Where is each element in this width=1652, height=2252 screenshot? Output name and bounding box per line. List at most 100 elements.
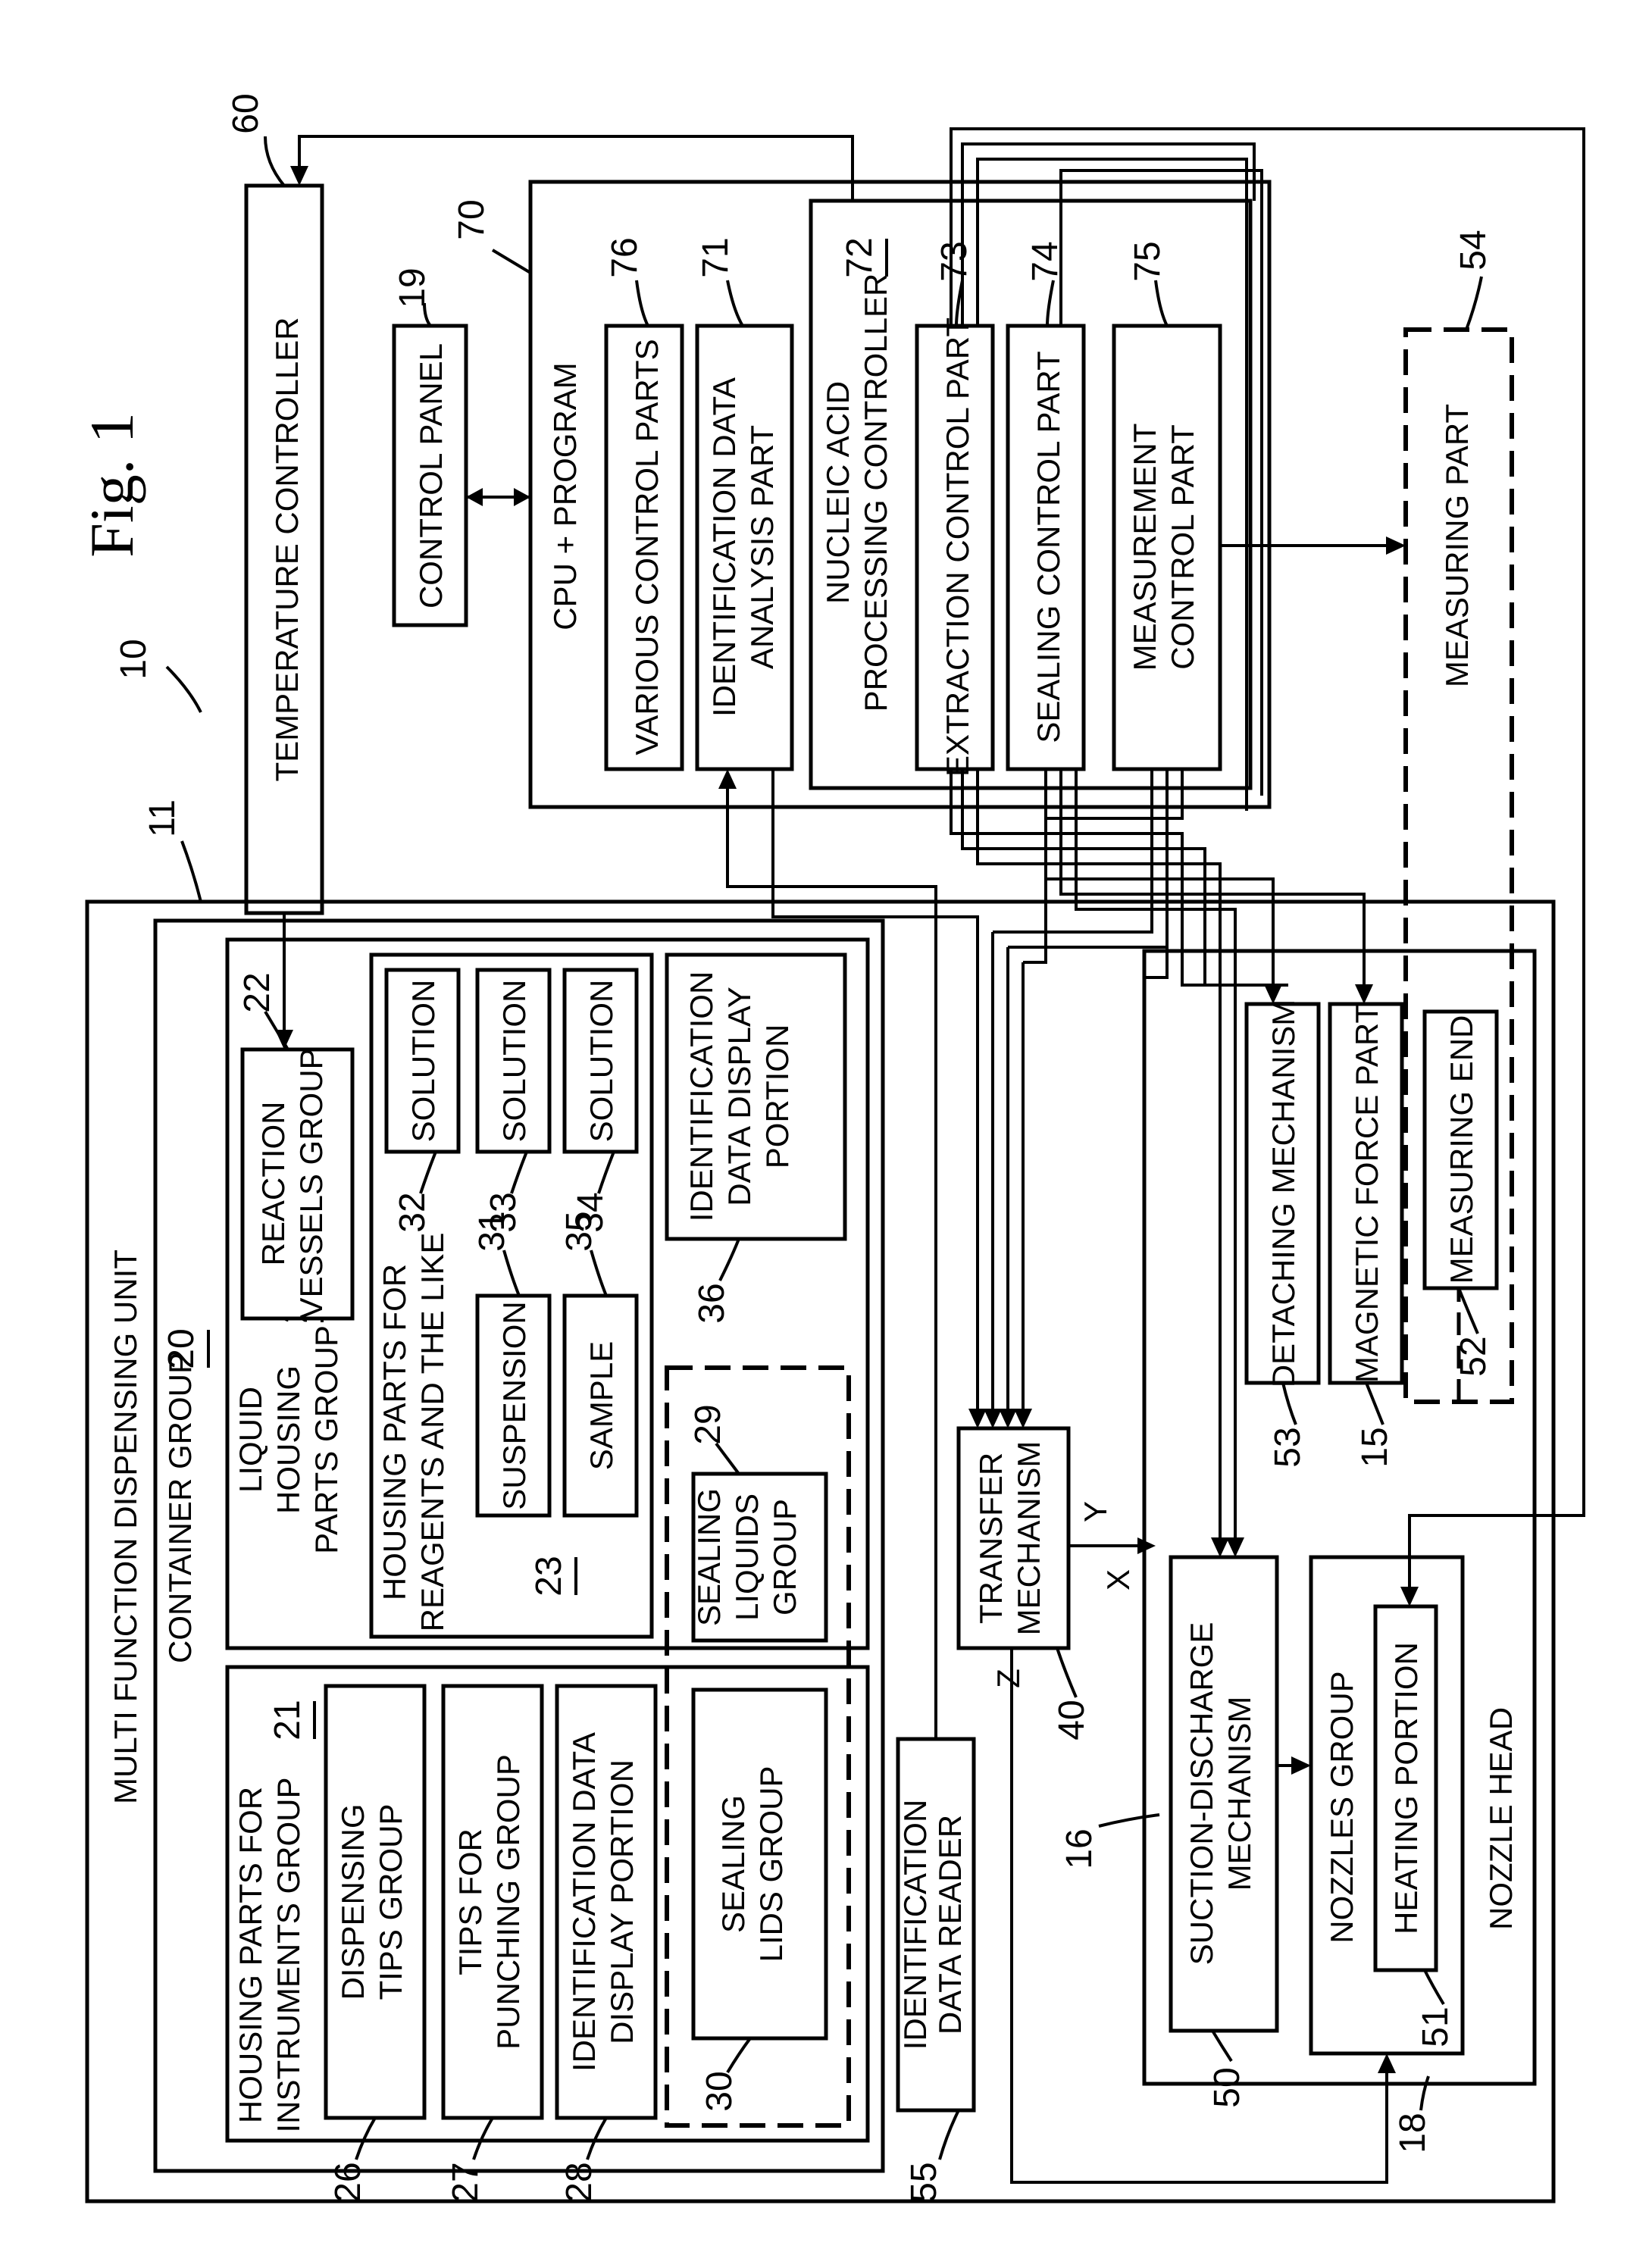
temperature-controller-label: TEMPERATURE CONTROLLER (269, 317, 305, 782)
ref-60-leader (265, 136, 284, 186)
ref-15-leader (1366, 1383, 1383, 1425)
ref-29: 29 (688, 1404, 728, 1444)
suction-label-2: MECHANISM (1222, 1697, 1257, 1891)
detaching-label: DETACHING MECHANISM (1266, 999, 1301, 1388)
measurement-control-label-1: MEASUREMENT (1127, 424, 1162, 671)
suction-label-1: SUCTION-DISCHARGE (1184, 1622, 1219, 1966)
ident-reader-label-2: DATA READER (932, 1815, 968, 2035)
ref-54-leader (1466, 277, 1481, 330)
figure-title: Fig. 1 (77, 412, 146, 557)
axis-x-arrowhead (1137, 1537, 1156, 1554)
sealing-lids-label-1: SEALING (715, 1795, 751, 1933)
ref-51: 51 (1416, 2006, 1456, 2047)
housing-reagents-label-1: HOUSING PARTS FOR (377, 1264, 412, 1600)
ref-54: 54 (1453, 230, 1494, 270)
ref-18: 18 (1393, 2113, 1433, 2153)
axis-z-label: Z (990, 1669, 1026, 1688)
container-group-label: CONTAINER GROUP (162, 1353, 198, 1663)
dispensing-tips-label-2: TIPS GROUP (373, 1803, 408, 2000)
measuring-end-label: MEASURING END (1444, 1015, 1479, 1284)
nozzle-head-label: NOZZLE HEAD (1483, 1707, 1519, 1930)
solution-33-label: SOLUTION (496, 980, 532, 1143)
cpu-program-label: CPU + PROGRAM (547, 362, 583, 630)
ref-52-leader (1459, 1288, 1478, 1334)
ident-display-a-label-1: IDENTIFICATION DATA (566, 1732, 602, 2072)
ref-11: 11 (142, 799, 183, 837)
ref-36: 36 (692, 1283, 732, 1323)
magnetic-force-label: MAGNETIC FORCE PART (1349, 1004, 1384, 1383)
ref-32: 32 (393, 1192, 433, 1232)
ref-70: 70 (452, 199, 492, 239)
nozzles-group-label: NOZZLES GROUP (1324, 1671, 1359, 1943)
tips-punching-label-1: TIPS FOR (452, 1828, 488, 1975)
ref-30-leader (727, 2038, 750, 2072)
ident-display-a-label-2: DISPLAY PORTION (604, 1759, 640, 2044)
ref-20: 20 (161, 1328, 202, 1368)
solution-34-label: SOLUTION (584, 980, 619, 1143)
ident-display-b-label-2: DATA DISPLAY (721, 987, 757, 1206)
housing-instruments-label-1: HOUSING PARTS FOR (233, 1787, 268, 2123)
transfer-label-2: MECHANISM (1011, 1441, 1047, 1636)
sealing-liquids-label-2: LIQUIDS (729, 1494, 765, 1621)
ref-23: 23 (529, 1556, 569, 1596)
nucleic-label-1: NUCLEIC ACID (820, 381, 856, 604)
ref-22: 22 (237, 972, 277, 1012)
ref-36-leader (720, 1239, 739, 1281)
ref-33: 33 (483, 1192, 524, 1232)
ref-30: 30 (699, 2071, 740, 2111)
solution-32-label: SOLUTION (405, 980, 441, 1143)
ref-18-leader (1421, 2076, 1428, 2110)
ref-33-leader (512, 1152, 527, 1193)
various-control-parts-label: VARIOUS CONTROL PARTS (629, 339, 665, 755)
ref-55: 55 (904, 2162, 944, 2202)
ref-70-leader (493, 250, 530, 273)
ref-34-leader (599, 1152, 614, 1193)
ref-19: 19 (393, 267, 433, 308)
ref-40-leader (1057, 1648, 1076, 1697)
ref-31-leader (504, 1250, 519, 1296)
transfer-label-1: TRANSFER (973, 1453, 1009, 1624)
ref-72: 72 (840, 237, 880, 277)
ref-60: 60 (226, 93, 266, 133)
measurement-control-label-2: CONTROL PART (1165, 424, 1200, 670)
nucleic-label-2: PROCESSING CONTROLLER (858, 274, 893, 712)
ident-display-b-label-1: IDENTIFICATION (684, 971, 719, 1222)
ref-16-leader (1099, 1815, 1159, 1826)
liquid-housing-label-2: HOUSING (271, 1365, 306, 1514)
ref-10-leader (167, 667, 201, 712)
sealing-liquids-label-1: SEALING (691, 1488, 727, 1626)
ident-display-b-label-3: PORTION (759, 1024, 795, 1169)
ref-11-leader (182, 841, 201, 902)
tips-punching-label-2: PUNCHING GROUP (490, 1754, 526, 2050)
housing-reagents-label-2: REAGENTS AND THE LIKE (415, 1233, 450, 1632)
ref-53-leader (1283, 1383, 1296, 1425)
ref-26: 26 (328, 2162, 368, 2202)
dispensing-tips-label-1: DISPENSING (335, 1803, 371, 2000)
sealing-liquids-label-3: GROUP (767, 1499, 803, 1615)
ref-55-leader (940, 2110, 959, 2160)
ident-analysis-label-2: ANALYSIS PART (744, 425, 780, 669)
ref-76: 76 (605, 237, 645, 277)
ref-71: 71 (696, 237, 736, 277)
heating-portion-label: HEATING PORTION (1388, 1642, 1424, 1935)
liquid-housing-label-1: LIQUID (233, 1387, 268, 1493)
sealing-control-label: SEALING CONTROL PART (1031, 351, 1066, 743)
measuring-part-label: MEASURING PART (1439, 404, 1475, 687)
ref-75: 75 (1128, 241, 1168, 281)
extraction-control-label: EXTRACTION CONTROL PART (940, 317, 975, 777)
axis-x-label: X (1100, 1569, 1136, 1590)
control-panel-label: CONTROL PANEL (413, 343, 449, 608)
ref-21: 21 (268, 1700, 308, 1740)
ident-analysis-label-1: IDENTIFICATION DATA (706, 377, 742, 717)
ref-40: 40 (1052, 1700, 1092, 1740)
ref-10: 10 (114, 639, 154, 679)
ref-50: 50 (1207, 2067, 1247, 2107)
ref-28: 28 (559, 2162, 599, 2202)
sealing-lids-label-2: LIDS GROUP (753, 1766, 789, 1962)
ref-32-leader (421, 1152, 436, 1193)
liquid-housing-label-3: PARTS GROUP (308, 1325, 344, 1554)
housing-instruments-label-2: INSTRUMENTS GROUP (271, 1777, 306, 2132)
ref-50-leader (1212, 2031, 1231, 2061)
